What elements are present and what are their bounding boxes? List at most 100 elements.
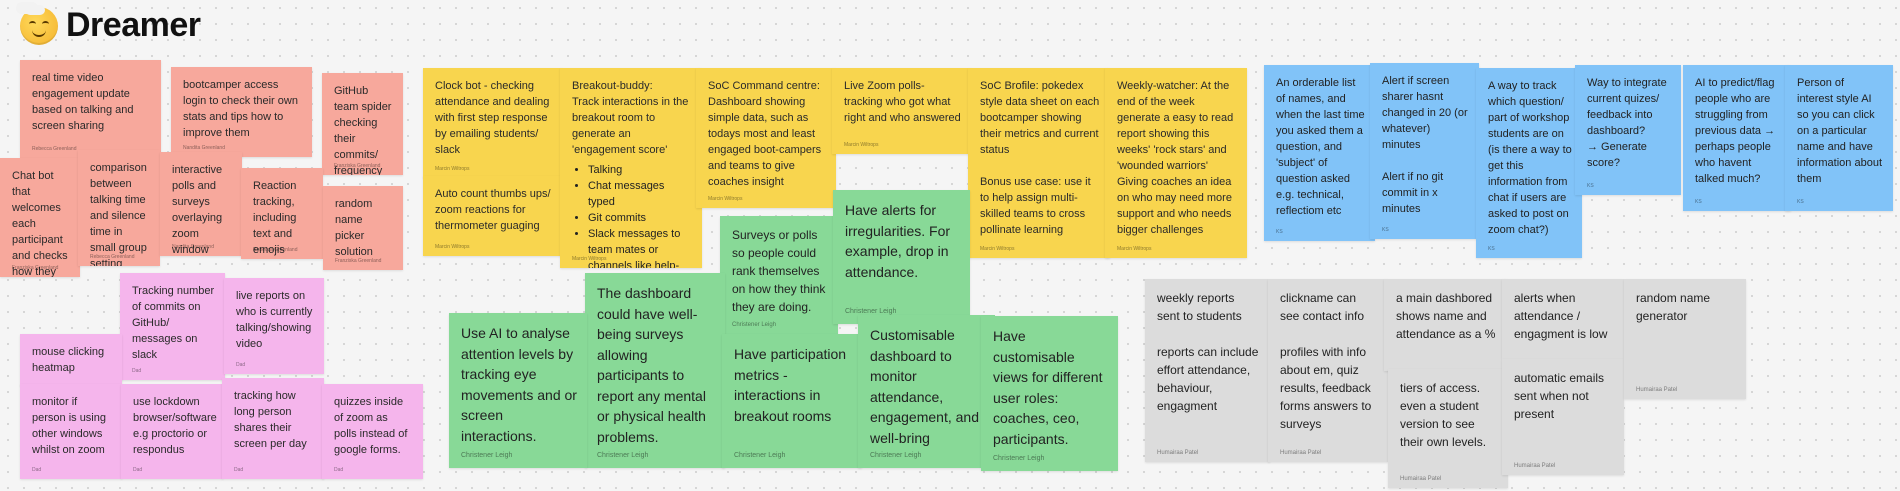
sticky-author: Dad	[32, 467, 42, 473]
sticky-text: GitHub team spider checking their commit…	[334, 85, 392, 175]
sticky-text: alerts when attendance / engagment is lo…	[1514, 291, 1608, 341]
sticky-text: Way to integrate current quizes/ feedbac…	[1587, 77, 1667, 169]
sticky-author: Franziska Greenland	[335, 258, 382, 264]
sticky-text: live reports on who is currently talking…	[236, 290, 313, 350]
sticky-note[interactable]: interactive polls and surveys overlaying…	[160, 152, 242, 256]
sticky-text: SoC Brofile: pokedex style data sheet on…	[980, 80, 1100, 236]
sticky-note[interactable]: alerts when attendance / engagment is lo…	[1502, 279, 1624, 359]
sticky-note[interactable]: AI to predict/flag people who are strugg…	[1683, 65, 1791, 211]
sticky-text: Auto count thumbs ups/ zoom reactions fo…	[435, 188, 551, 232]
sticky-note[interactable]: clickname can see contact info profiles …	[1268, 279, 1388, 462]
sticky-text: quizzes inside of zoom as polls instead …	[334, 396, 408, 456]
sticky-note[interactable]: The dashboard could have well-being surv…	[585, 273, 725, 468]
sticky-note[interactable]: Tracking number of commits on GitHub/ me…	[120, 273, 225, 380]
sticky-note[interactable]: Live Zoom polls- tracking who got what r…	[832, 68, 972, 154]
sticky-text: Have alerts for irregularities. For exam…	[845, 202, 951, 280]
sticky-note[interactable]: automatic emails sent when not present H…	[1502, 359, 1624, 475]
sticky-text: Breakout-buddy: Track interactions in th…	[572, 80, 689, 156]
sticky-note[interactable]: random name picker solution Franziska Gr…	[323, 186, 403, 270]
sticky-note[interactable]: Have alerts for irregularities. For exam…	[833, 190, 970, 324]
sticky-note[interactable]: Chat bot that welcomes each participant …	[0, 158, 80, 277]
board-title[interactable]: Dreamer	[66, 6, 201, 44]
sticky-author: KS	[1276, 229, 1283, 235]
sticky-note[interactable]: Customisable dashboard to monitor attend…	[858, 315, 995, 468]
sticky-note[interactable]: Reaction tracking, including text and em…	[241, 168, 323, 259]
sticky-note[interactable]: Auto count thumbs ups/ zoom reactions fo…	[423, 176, 563, 256]
sticky-text: interactive polls and surveys overlaying…	[172, 164, 223, 256]
sticky-note[interactable]: GitHub team spider checking their commit…	[322, 73, 403, 175]
sticky-author: Marcin Wiltrops	[708, 196, 743, 202]
sticky-text: tiers of access. even a student version …	[1400, 381, 1487, 449]
sticky-note[interactable]: Alert if screen sharer hasnt changed in …	[1370, 63, 1479, 239]
list-item: Slack messages to team mates or channels…	[588, 226, 692, 268]
sticky-text: use lockdown browser/software e.g procto…	[133, 396, 217, 456]
sticky-author: Humairaa Patel	[1280, 450, 1322, 456]
sticky-note[interactable]: random name generator Humairaa Patel	[1624, 279, 1746, 399]
sticky-text: Live Zoom polls- tracking who got what r…	[844, 80, 961, 124]
sticky-text: clickname can see contact info profiles …	[1280, 291, 1372, 431]
sticky-text: tracking how long person shares their sc…	[234, 390, 307, 450]
face-in-clouds-emoji-icon	[16, 1, 58, 45]
sticky-note[interactable]: weekly reports sent to students reports …	[1145, 279, 1270, 462]
board-header: Dreamer	[16, 1, 201, 45]
sticky-author: Christener Leigh	[993, 455, 1045, 462]
sticky-note[interactable]: Use AI to analyse attention levels by tr…	[449, 313, 587, 468]
sticky-text: Alert if screen sharer hasnt changed in …	[1382, 75, 1468, 215]
sticky-author: KS	[1695, 199, 1702, 205]
sticky-note[interactable]: bootcamper access login to check their o…	[171, 67, 312, 157]
sticky-text: comparison between talking time and sile…	[90, 162, 147, 266]
sticky-text: Weekly-watcher: At the end of the week g…	[1117, 80, 1234, 236]
sticky-note[interactable]: Breakout-buddy: Track interactions in th…	[560, 68, 702, 268]
sticky-text: a main dashbored shows name and attendan…	[1396, 291, 1496, 341]
sticky-note[interactable]: Clock bot - checking attendance and deal…	[423, 68, 563, 178]
sticky-note[interactable]: Have customisable views for different us…	[981, 316, 1118, 471]
sticky-note[interactable]: Have participation metrics - interaction…	[722, 334, 862, 468]
sticky-note[interactable]: Way to integrate current quizes/ feedbac…	[1575, 65, 1681, 195]
sticky-author: Dad	[236, 362, 246, 368]
sticky-note[interactable]: SoC Command centre: Dashboard showing si…	[696, 68, 836, 208]
sticky-author: Franziska Greenland	[334, 163, 381, 169]
sticky-note[interactable]: live reports on who is currently talking…	[224, 278, 324, 374]
sticky-note[interactable]: real time video engagement update based …	[20, 60, 161, 158]
sticky-text: real time video engagement update based …	[32, 72, 134, 132]
sticky-text: SoC Command centre: Dashboard showing si…	[708, 80, 822, 188]
sticky-author: Dad	[234, 467, 244, 473]
sticky-note[interactable]: Surveys or polls so people could rank th…	[720, 216, 838, 334]
sticky-author: Marcin Wiltrops	[980, 246, 1015, 252]
sticky-author: Christener Leigh	[732, 322, 777, 328]
sticky-author: KS	[1488, 246, 1495, 252]
sticky-note[interactable]: Weekly-watcher: At the end of the week g…	[1105, 68, 1247, 258]
sticky-author: Nandita Greenland	[172, 244, 214, 250]
sticky-note[interactable]: tiers of access. even a student version …	[1388, 369, 1508, 488]
sticky-note[interactable]: A way to track which question/ part of w…	[1476, 68, 1582, 258]
sticky-text: The dashboard could have well-being surv…	[597, 285, 706, 445]
sticky-text: An orderable list of names, and when the…	[1276, 77, 1365, 217]
sticky-text: bootcamper access login to check their o…	[183, 79, 298, 139]
sticky-note[interactable]: SoC Brofile: pokedex style data sheet on…	[968, 68, 1110, 258]
sticky-author: Marcin Wiltrops	[572, 256, 607, 262]
sticky-author: Marcin Wiltrops	[435, 244, 470, 250]
sticky-note[interactable]: Person of interest style AI so you can c…	[1785, 65, 1893, 211]
sticky-text: Person of interest style AI so you can c…	[1797, 77, 1882, 185]
bullet-list: Talking Chat messages typed Git commits …	[572, 162, 692, 268]
sticky-note[interactable]: quizzes inside of zoom as polls instead …	[322, 384, 423, 479]
sticky-text: Surveys or polls so people could rank th…	[732, 228, 826, 314]
sticky-note[interactable]: mouse clicking heatmap	[20, 334, 122, 386]
sticky-text: Have customisable views for different us…	[993, 328, 1103, 447]
list-item: Talking	[588, 162, 692, 178]
sticky-note[interactable]: use lockdown browser/software e.g procto…	[121, 384, 223, 479]
sticky-text: A way to track which question/ part of w…	[1488, 80, 1572, 236]
sticky-author: KS	[1587, 183, 1594, 189]
sticky-note[interactable]: a main dashbored shows name and attendan…	[1384, 279, 1508, 371]
sticky-text: Chat bot that welcomes each participant …	[12, 170, 68, 277]
sticky-text: weekly reports sent to students reports …	[1157, 291, 1259, 413]
sticky-author: Dad	[133, 467, 143, 473]
sticky-author: KS	[1382, 227, 1389, 233]
sticky-author: Marcin Wiltrops	[435, 166, 470, 172]
sticky-note[interactable]: monitor if person is using other windows…	[20, 384, 122, 479]
sticky-note[interactable]: An orderable list of names, and when the…	[1264, 65, 1375, 241]
sticky-note[interactable]: comparison between talking time and sile…	[78, 150, 160, 266]
sticky-note[interactable]: tracking how long person shares their sc…	[222, 378, 324, 479]
list-item: Git commits	[588, 210, 692, 226]
sticky-text: random name picker solution	[335, 198, 373, 258]
